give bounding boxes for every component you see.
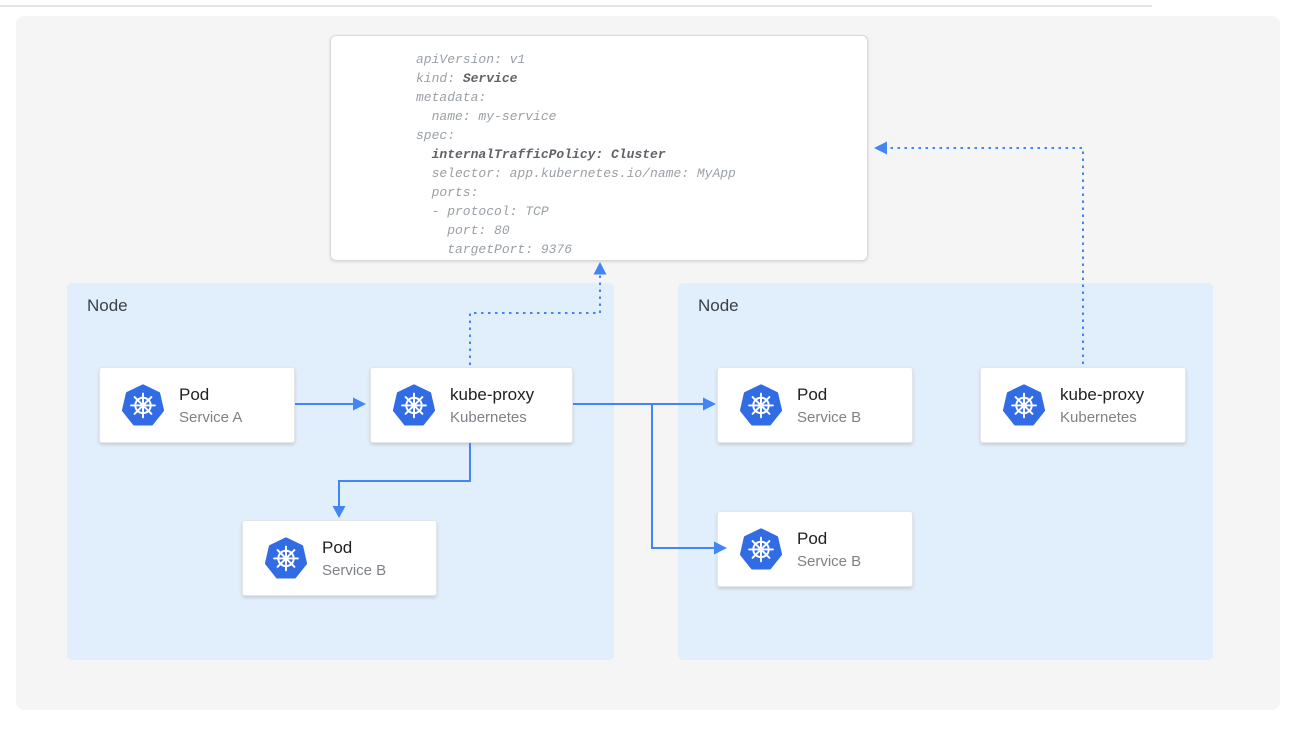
component-text: Pod Service B	[797, 384, 861, 427]
component-text: kube-proxy Kubernetes	[450, 384, 534, 427]
component-subtitle: Kubernetes	[1060, 408, 1137, 426]
component-title: kube-proxy	[450, 384, 535, 404]
component-title: Pod	[179, 384, 210, 404]
component-title: Pod	[797, 384, 828, 404]
yaml-line: apiVersion: v1	[416, 50, 867, 69]
service-yaml-panel: apiVersion: v1 kind: Service metadata: n…	[330, 35, 868, 261]
yaml-text-bold: internalTrafficPolicy: Cluster	[431, 147, 666, 162]
yaml-line: targetPort: 9376	[416, 240, 867, 259]
node-box-left: Node	[67, 283, 614, 660]
component-subtitle: Service A	[179, 408, 243, 426]
kubernetes-icon	[392, 383, 436, 427]
yaml-line: metadata:	[416, 88, 867, 107]
component-text: kube-proxy Kubernetes	[1060, 384, 1144, 427]
pod-service-a-card: Pod Service A	[99, 367, 295, 443]
top-divider	[0, 5, 1152, 7]
yaml-text: ports:	[416, 185, 479, 200]
yaml-text: kind:	[416, 71, 463, 86]
component-text: Pod Service A	[179, 384, 242, 427]
yaml-text: selector: app.kubernetes.io/name: MyApp	[416, 166, 736, 181]
yaml-line: - protocol: TCP	[416, 202, 867, 221]
node-box-right: Node	[678, 283, 1213, 660]
yaml-line: name: my-service	[416, 107, 867, 126]
pod-service-b-lower-card: Pod Service B	[717, 511, 913, 587]
yaml-line: spec:	[416, 126, 867, 145]
component-subtitle: Service B	[797, 408, 862, 426]
yaml-text: spec:	[416, 128, 456, 143]
component-title: Pod	[322, 537, 353, 557]
yaml-line: ports:	[416, 183, 867, 202]
component-title: kube-proxy	[1060, 384, 1145, 404]
component-subtitle: Service B	[797, 552, 862, 570]
yaml-line: kind: Service	[416, 69, 867, 88]
pod-service-b-left-card: Pod Service B	[242, 520, 437, 596]
yaml-text	[416, 147, 432, 162]
yaml-text: metadata:	[416, 90, 487, 105]
kubernetes-icon	[739, 527, 783, 571]
yaml-line: internalTrafficPolicy: Cluster	[416, 145, 867, 164]
component-text: Pod Service B	[322, 537, 386, 580]
kube-proxy-right-card: kube-proxy Kubernetes	[980, 367, 1186, 443]
kubernetes-icon	[1002, 383, 1046, 427]
yaml-text: - protocol: TCP	[416, 204, 549, 219]
yaml-text: name: my-service	[416, 109, 557, 124]
yaml-line: port: 80	[416, 221, 867, 240]
pod-service-b-upper-card: Pod Service B	[717, 367, 913, 443]
component-subtitle: Kubernetes	[450, 408, 527, 426]
node-label: Node	[698, 296, 739, 315]
yaml-text: apiVersion: v1	[416, 52, 526, 67]
component-subtitle: Service B	[322, 561, 387, 579]
kube-proxy-left-card: kube-proxy Kubernetes	[370, 367, 573, 443]
yaml-text: port: 80	[416, 223, 510, 238]
yaml-line: selector: app.kubernetes.io/name: MyApp	[416, 164, 867, 183]
node-label: Node	[87, 296, 128, 315]
kubernetes-icon	[739, 383, 783, 427]
component-title: Pod	[797, 528, 828, 548]
yaml-text: targetPort: 9376	[416, 242, 573, 257]
component-text: Pod Service B	[797, 528, 861, 571]
kubernetes-icon	[121, 383, 165, 427]
yaml-text-bold: Service	[462, 71, 518, 86]
kubernetes-icon	[264, 536, 308, 580]
